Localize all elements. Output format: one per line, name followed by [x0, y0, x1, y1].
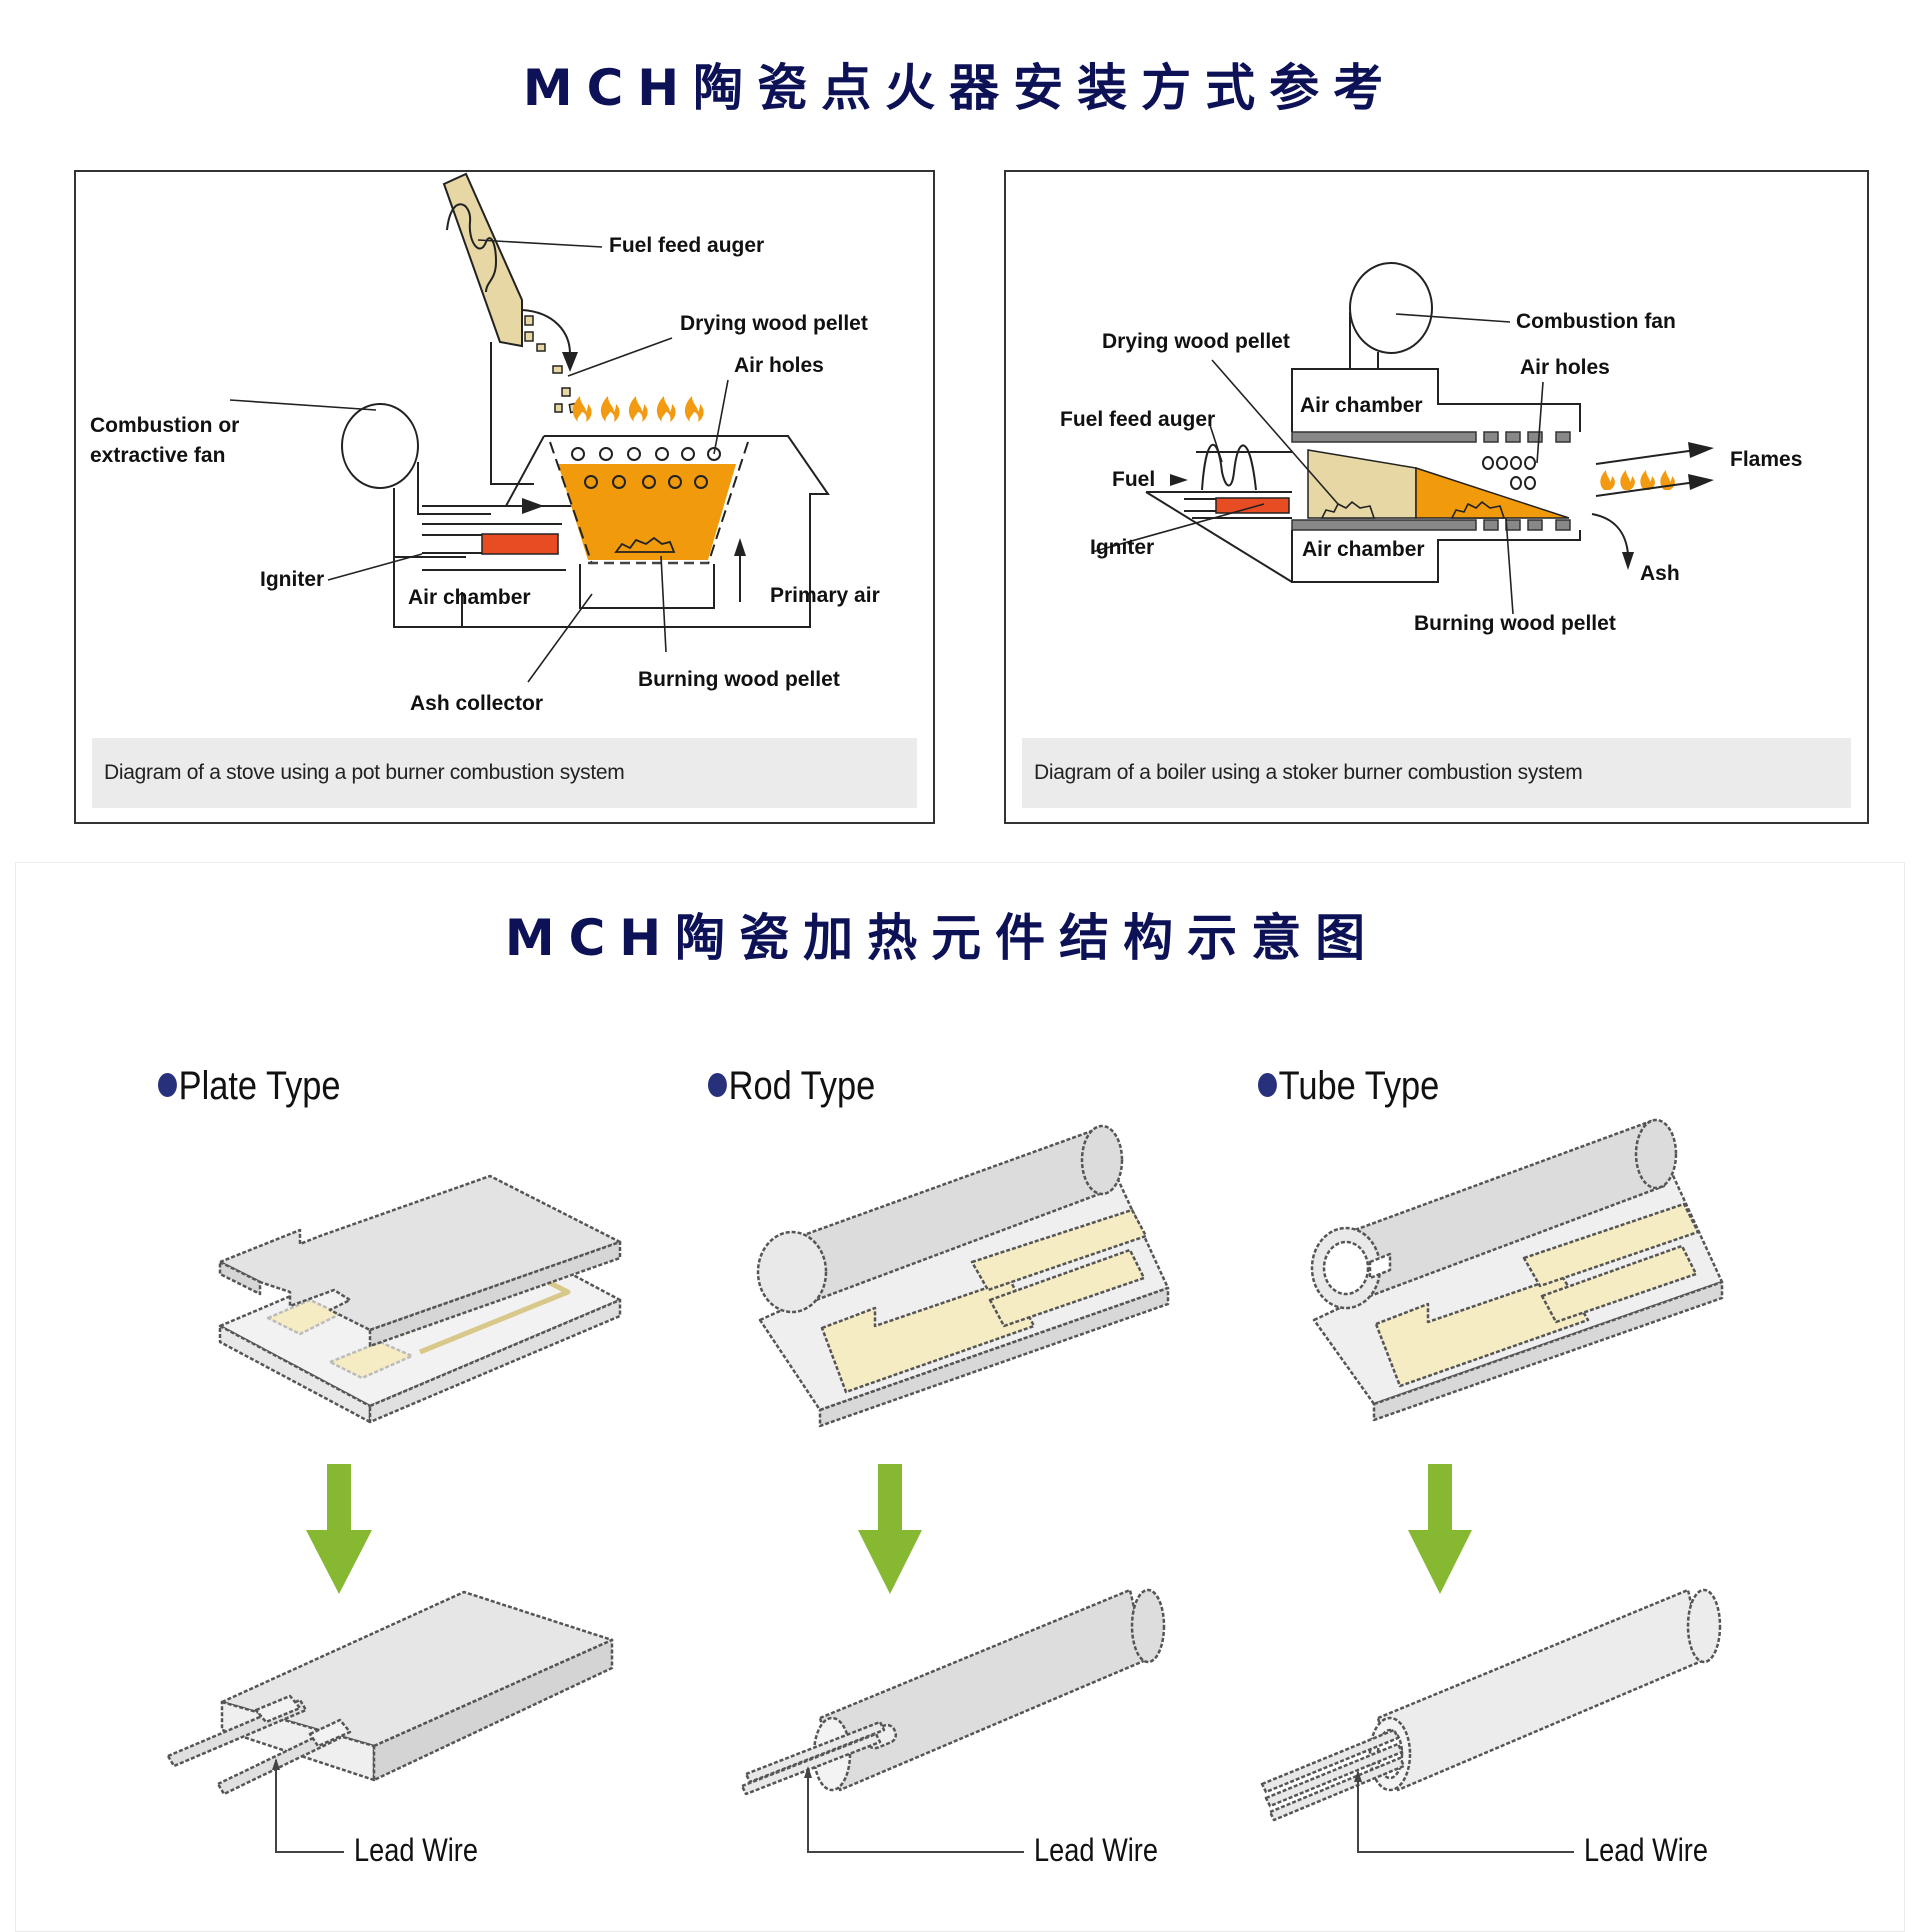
label-primary-air: Primary air: [770, 584, 880, 607]
label-air-holes: Air holes: [734, 354, 824, 377]
heating-element-section: [15, 862, 1905, 1932]
label-fuel: Fuel: [1112, 468, 1155, 491]
label-drying-wood-pellet: Drying wood pellet: [680, 312, 868, 335]
fuel-feed-auger-shape: [442, 172, 523, 348]
label-flames: Flames: [1730, 448, 1802, 471]
stove-diagram-caption: Diagram of a stove using a pot burner co…: [92, 738, 917, 808]
bullet-icon: [1258, 1073, 1277, 1098]
rod-lead-wire-label: Lead Wire: [1034, 1832, 1158, 1868]
boiler-diagram: Combustion fan Drying wood pellet Air ho…: [1060, 262, 1802, 635]
tube-lead-wire-label: Lead Wire: [1584, 1832, 1708, 1868]
boiler-igniter-shape: [1184, 497, 1292, 519]
plate-type-label: Plate Type: [178, 1064, 341, 1108]
label-ash: Ash: [1640, 562, 1680, 585]
stove-diagram: Fuel feed auger Drying wood pellet Air h…: [90, 172, 880, 715]
label-air-chamber-top: Air chamber: [1300, 394, 1423, 417]
label-fuel-feed-auger: Fuel feed auger: [609, 234, 764, 257]
label-air-holes-boiler: Air holes: [1520, 356, 1610, 379]
boiler-diagram-panel: Combustion fan Drying wood pellet Air ho…: [1004, 170, 1869, 824]
stove-diagram-panel: Fuel feed auger Drying wood pellet Air h…: [74, 170, 935, 824]
label-igniter-boiler: Igniter: [1090, 536, 1154, 559]
label-air-chamber: Air chamber: [408, 586, 531, 609]
flames-icon: [572, 396, 704, 422]
label-burning-wood-pellet: Burning wood pellet: [638, 668, 840, 691]
structure-title: MCH陶瓷加热元件结构示意图: [504, 909, 1380, 967]
label-fan-line2: extractive fan: [90, 444, 225, 467]
label-air-chamber-bottom: Air chamber: [1302, 538, 1425, 561]
installation-title: MCH陶瓷点火器安装方式参考: [522, 59, 1398, 117]
label-fuel-feed-auger-boiler: Fuel feed auger: [1060, 408, 1215, 431]
tube-type-heading: Tube Type: [1258, 1064, 1439, 1109]
rod-type-heading: Rod Type: [708, 1064, 875, 1109]
label-igniter: Igniter: [260, 568, 324, 591]
label-burning-wood-pellet-boiler: Burning wood pellet: [1414, 612, 1616, 635]
plate-lead-wire-label: Lead Wire: [354, 1832, 478, 1868]
igniter-shape: [422, 533, 559, 555]
rod-type-label: Rod Type: [728, 1064, 876, 1108]
label-ash-collector: Ash collector: [410, 692, 543, 715]
boiler-diagram-caption: Diagram of a boiler using a stoker burne…: [1022, 738, 1851, 808]
bullet-icon: [158, 1073, 177, 1098]
tube-type-label: Tube Type: [1278, 1064, 1440, 1108]
label-combustion-fan: Combustion fan: [1516, 310, 1676, 333]
label-fan-line1: Combustion or: [90, 414, 239, 437]
plate-type-heading: Plate Type: [158, 1064, 341, 1109]
bullet-icon: [708, 1073, 727, 1098]
label-drying-wood-pellet-boiler: Drying wood pellet: [1102, 330, 1290, 353]
